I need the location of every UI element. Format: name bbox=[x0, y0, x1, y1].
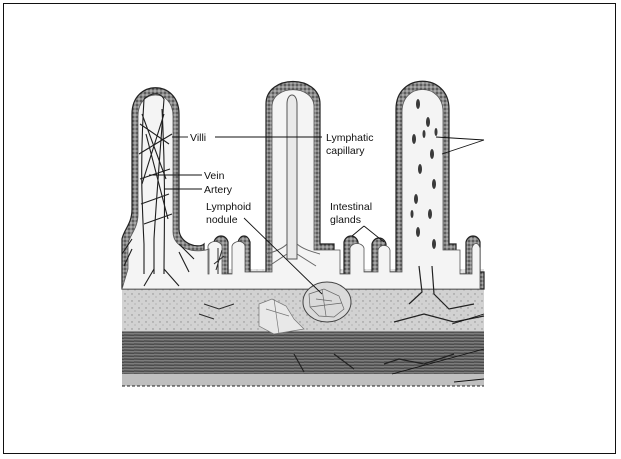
intestinal-wall-diagram: Villi Vein Artery Lymphoid nodule Lympha… bbox=[4, 4, 617, 455]
label-intestinal-glands-line2: glands bbox=[330, 214, 361, 226]
label-vein: Vein bbox=[204, 170, 225, 182]
label-lymphoid-nodule-line2: nodule bbox=[206, 214, 238, 226]
label-lymphatic-capillary-line1: Lymphatic bbox=[326, 132, 373, 144]
label-lymphoid-nodule-line1: Lymphoid bbox=[206, 201, 251, 213]
label-villi: Villi bbox=[190, 132, 206, 144]
label-intestinal-glands-line1: Intestinal bbox=[330, 201, 372, 213]
slide-frame: Villi Vein Artery Lymphoid nodule Lympha… bbox=[3, 3, 616, 454]
label-lymphatic-capillary-line2: capillary bbox=[326, 145, 365, 157]
label-artery: Artery bbox=[204, 184, 233, 196]
